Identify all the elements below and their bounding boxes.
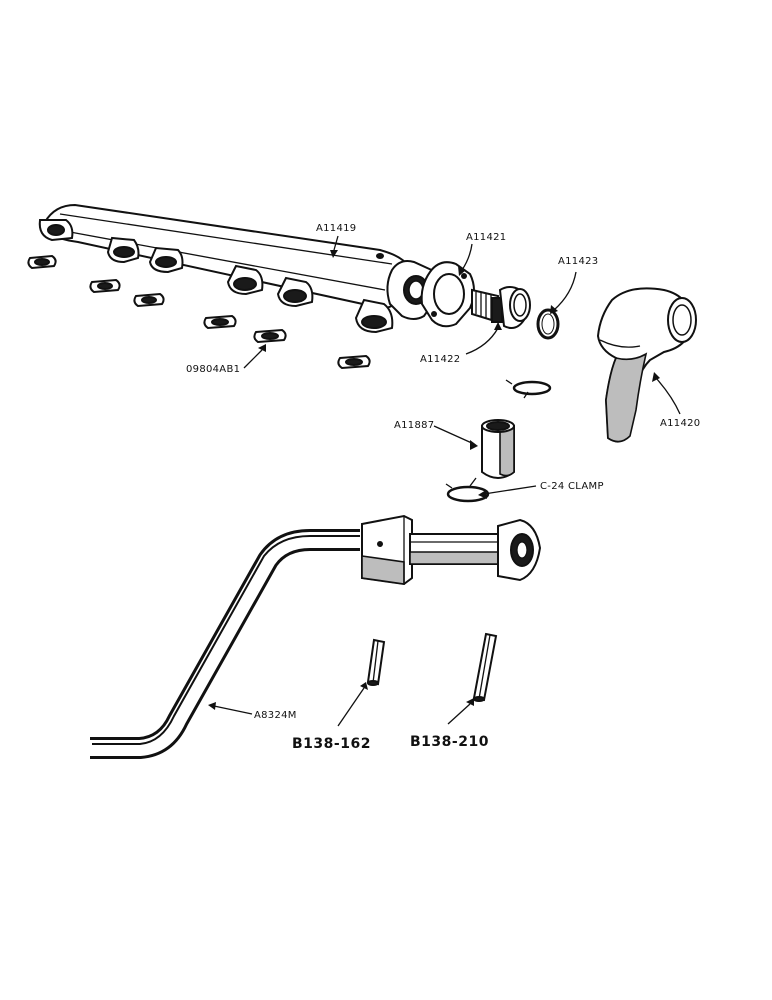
hose [481,419,515,479]
pin-short [366,638,386,686]
label-a11423: A11423 [558,256,598,267]
exhaust-manifold [38,203,442,334]
label-a8324m: A8324M [254,710,297,721]
label-a11419: A11419 [316,223,356,234]
lower-clamp [445,477,490,503]
pin-long [472,632,498,702]
label-a11887: A11887 [394,420,434,431]
manifold-gasket [420,261,475,328]
label-a11420: A11420 [660,418,700,429]
water-elbow [596,287,697,443]
label-b138-162: B138-162 [292,736,371,752]
seal-ring [536,308,560,340]
port-gaskets [27,254,371,370]
leader-lines [208,235,681,727]
upper-clamp [505,379,552,399]
label-b138-210: B138-210 [410,734,489,750]
label-a11422: A11422 [420,354,460,365]
label-c24-clamp: C-24 CLAMP [540,481,604,492]
outlet-connector [471,286,531,329]
part-labels: A11419 A11421 A11423 A11422 A11420 09804… [186,223,700,752]
label-09804ab1: 09804AB1 [186,364,240,375]
label-a11421: A11421 [466,232,506,243]
bypass-tube [90,514,542,759]
